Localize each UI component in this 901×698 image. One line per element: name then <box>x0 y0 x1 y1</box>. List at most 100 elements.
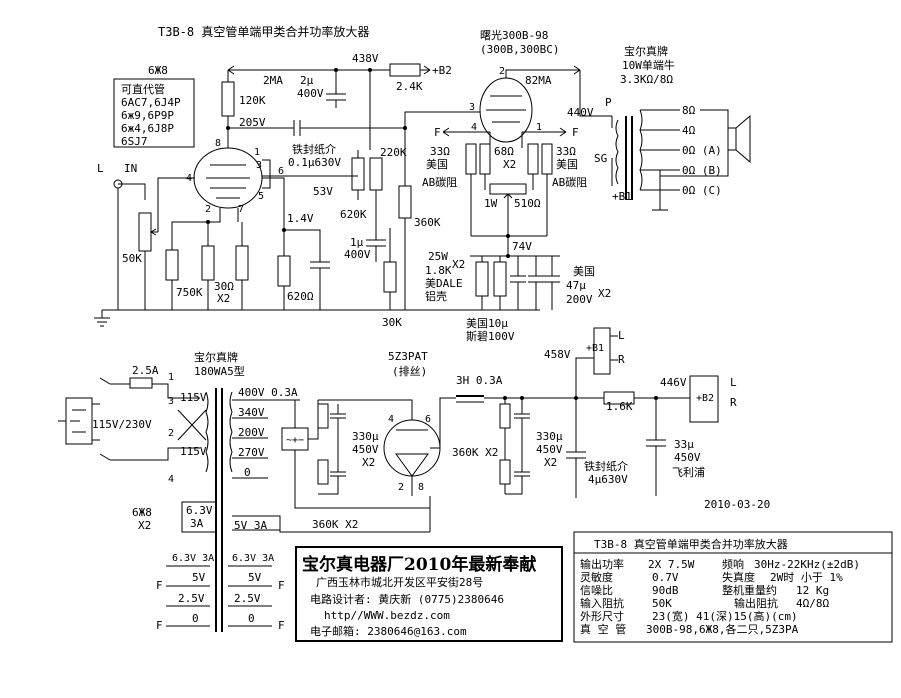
resistor-label: 33Ω <box>556 145 576 158</box>
plate-voltage: 440V <box>567 106 594 119</box>
alt-tubes-line: 6SJ7 <box>121 135 148 148</box>
b1-voltage: 458V <box>544 348 571 361</box>
bridge-sign: ~+− <box>286 435 304 446</box>
spec-cell: 2W时 小于 1% <box>770 571 843 584</box>
resistor-label: 360K X2 <box>452 446 498 459</box>
hv-tap: 200V <box>238 426 265 439</box>
spec-cell: 外形尺寸 <box>580 609 624 623</box>
b2-label: +B2 <box>696 393 714 404</box>
pin-label: 1 <box>168 372 174 383</box>
resistor-360k <box>499 459 511 485</box>
resistor-label: 33Ω <box>430 145 450 158</box>
resistor-620ohm <box>277 255 291 287</box>
credit-designer: 电路设计者: 黄庆新 (0775)2380646 <box>310 592 504 606</box>
resistor-120k <box>221 81 235 117</box>
hum-pot-510[interactable] <box>489 183 527 195</box>
heater-label: 6.3V <box>186 504 213 517</box>
spec-cell: 灵敏度 <box>580 570 613 584</box>
alt-tubes-line: 6ж4,6J8P <box>121 122 174 135</box>
volume-pot[interactable] <box>138 212 152 252</box>
volume-pot-label: 50K <box>122 252 142 265</box>
lr-label: L <box>730 376 737 389</box>
spec-cell: 50K <box>652 597 672 610</box>
ot-brand: 宝尔真牌 <box>624 44 668 58</box>
cap-label: 450V <box>674 451 701 464</box>
resistor-brand: 美国 <box>426 158 448 171</box>
heater-label: 2.5V <box>234 592 261 605</box>
spec-cell: 频响 <box>722 557 744 571</box>
resistor-brand: 美DALE <box>425 277 463 290</box>
schematic-title: T3B-8 真空管单端甲类合并功率放大器 <box>158 24 369 39</box>
pin-label: 2 <box>205 204 211 215</box>
resistor-type: AB碳阻 <box>422 175 457 189</box>
heater-5v: 5V 3A <box>234 519 267 532</box>
ground-symbol <box>94 310 110 327</box>
hv-secondary: 400V 0.3A <box>238 386 298 399</box>
primary-tap: 115V <box>180 391 207 404</box>
ot-b1: +B1 <box>612 190 632 203</box>
spec-cell: 2X 7.5W <box>648 558 695 571</box>
screen-voltage: 53V <box>313 185 333 198</box>
cap-label: 4μ630V <box>588 473 628 486</box>
alt-tubes-line: 6ж9,6P9P <box>121 109 174 122</box>
ot-spec: 10W单端牛 <box>622 58 675 72</box>
resistor-750k <box>165 249 179 281</box>
spec-cell: 失真度 <box>722 570 755 584</box>
cap-label: X2 <box>598 287 611 300</box>
spec-cell: 信噪比 <box>580 584 613 597</box>
spec-cell: 整机重量约 <box>722 583 777 597</box>
cathode-voltage: 1.4V <box>287 212 314 225</box>
resistor-label: 1.6K <box>606 400 633 413</box>
input-in-label: IN <box>124 162 137 175</box>
speaker-icon <box>727 127 737 151</box>
heater-label: 5V <box>192 571 206 584</box>
pin-label: 3 <box>256 160 262 171</box>
heater-6v3-box <box>181 501 217 533</box>
alt-tubes-box <box>113 78 195 148</box>
b2-label: +B2 <box>432 64 452 77</box>
pin-label: 4 <box>168 474 174 485</box>
ot-tap: 8Ω <box>682 104 696 117</box>
resistor-label: X2 <box>452 258 465 271</box>
cap-label: 330μ <box>352 430 379 443</box>
rectifier-sub: (排丝) <box>392 364 427 378</box>
resistor-360k <box>398 185 412 219</box>
cap-label: 400V <box>344 248 371 261</box>
credit-address: 广西玉林市城北开发区平安街28号 <box>316 575 483 589</box>
spec-cell: 12 Kg <box>796 584 829 597</box>
heater-label: 0 <box>248 612 255 625</box>
cap-label: 1μ <box>350 236 364 249</box>
heater-label: 2.5V <box>178 592 205 605</box>
pin-label: 4 <box>471 122 477 133</box>
cap-brand: 美国 <box>573 265 595 278</box>
junction-dots <box>206 68 658 400</box>
resistor-label: X2 <box>217 292 230 305</box>
hv-tap: 270V <box>238 446 265 459</box>
lr-label: L <box>618 329 625 342</box>
resistor-label: X2 <box>503 158 516 171</box>
cap-brand: 飞利浦 <box>672 466 705 479</box>
spec-cell: 23(宽) 41(深)15(高)(cm) <box>652 609 798 623</box>
output-tube-name: 曙光300B-98 <box>480 28 548 42</box>
pin-label: 3 <box>469 102 475 113</box>
lr-label: R <box>730 396 737 409</box>
fuse-label: 2.5A <box>132 364 159 377</box>
pin-label: 2 <box>398 482 404 493</box>
ot-tap: 0Ω (A) <box>682 144 722 157</box>
schematic-date: 2010-03-20 <box>704 498 770 511</box>
coupling-cap-type: 铁封纸介 <box>292 142 336 156</box>
b1-label: +B1 <box>586 343 604 354</box>
credit-box <box>295 546 563 642</box>
spec-cell: 300B-98,6Ж8,各二只,5Z3PA <box>646 622 799 636</box>
credit-title: 宝尔真电器厂2010年最新奉献 <box>302 554 536 575</box>
cap-label: 450V <box>536 443 563 456</box>
b2-voltage: 446V <box>660 376 687 389</box>
pin-label: 2 <box>168 428 174 439</box>
pin-label: 7 <box>238 204 244 215</box>
ot-tap: 0Ω (B) <box>682 164 722 177</box>
spec-box <box>573 531 893 643</box>
resistor-label: 360K X2 <box>312 518 358 531</box>
output-tube-alt: (300B,300BC) <box>480 43 559 56</box>
credit-web: http//WWW.bezdz.com <box>324 609 450 622</box>
